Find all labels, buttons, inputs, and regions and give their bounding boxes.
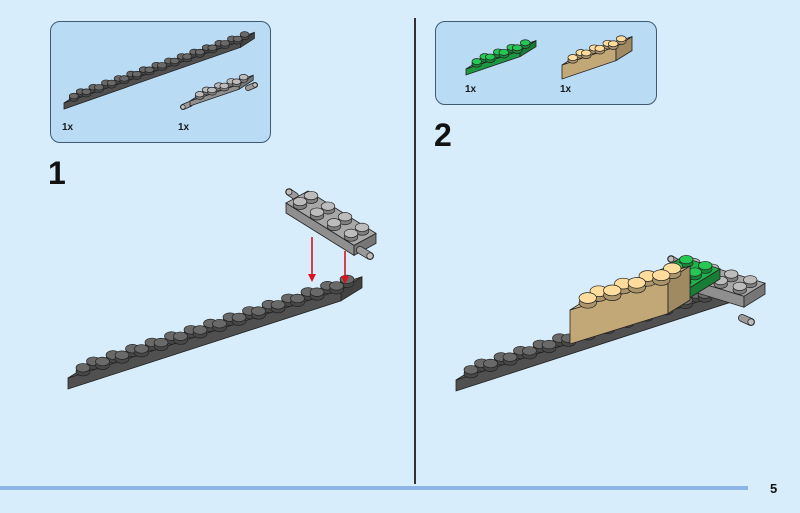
- part-dark-gray-plate-2x14: [63, 31, 255, 110]
- stud: [603, 284, 622, 297]
- stud: [608, 40, 619, 48]
- stud: [231, 312, 247, 323]
- step-number-2: 2: [434, 117, 452, 153]
- page-number: 5: [770, 481, 778, 496]
- stud: [309, 207, 325, 217]
- stud: [95, 356, 110, 367]
- stud: [251, 306, 266, 316]
- stud: [239, 31, 250, 38]
- stud: [320, 201, 336, 211]
- stud: [743, 275, 758, 285]
- stud: [173, 331, 188, 341]
- pin: [245, 82, 258, 91]
- part-qty: 1x: [62, 122, 74, 133]
- step-number-1: 1: [48, 155, 66, 191]
- placement-arrow: [308, 237, 316, 282]
- stud: [207, 44, 218, 51]
- part-qty: 1x: [560, 84, 572, 95]
- stud: [194, 91, 205, 98]
- pin: [285, 188, 299, 200]
- stud: [483, 358, 498, 369]
- stud: [724, 269, 739, 279]
- stud: [119, 75, 130, 82]
- part-qty: 1x: [465, 84, 477, 95]
- stud: [131, 70, 142, 78]
- stud: [81, 88, 92, 95]
- stud: [157, 62, 167, 69]
- stud: [192, 325, 208, 335]
- stud: [663, 262, 682, 275]
- stud: [182, 53, 193, 60]
- stud: [343, 228, 359, 238]
- pin: [180, 101, 193, 110]
- stud: [567, 54, 578, 61]
- stud: [463, 365, 479, 375]
- pin: [738, 314, 755, 326]
- stud: [290, 293, 305, 304]
- stud: [679, 254, 694, 265]
- stud: [652, 269, 671, 281]
- stud: [616, 35, 627, 43]
- stud: [292, 196, 308, 207]
- stud: [220, 40, 230, 47]
- page-divider: [414, 18, 416, 484]
- stud: [502, 352, 518, 362]
- stud: [326, 218, 342, 228]
- stud: [106, 79, 117, 87]
- stud: [337, 212, 353, 222]
- pin: [356, 246, 374, 260]
- stud: [354, 222, 370, 232]
- stud: [68, 92, 79, 100]
- stud: [541, 339, 557, 350]
- stud: [498, 48, 509, 56]
- stud: [144, 66, 155, 73]
- stud: [94, 84, 104, 91]
- stud: [520, 39, 531, 47]
- stud: [153, 337, 169, 348]
- stud: [581, 49, 592, 57]
- stud: [194, 48, 205, 56]
- stud: [512, 44, 523, 52]
- stud: [114, 350, 130, 360]
- stud: [169, 57, 180, 65]
- stud: [270, 300, 286, 310]
- part-qty: 1x: [178, 122, 190, 133]
- footer-line: [0, 486, 748, 490]
- stud: [309, 287, 325, 297]
- stud: [75, 363, 91, 373]
- stud: [698, 260, 713, 271]
- part-green-plate-2x4: [465, 39, 537, 76]
- stud: [329, 281, 344, 291]
- stud: [303, 190, 319, 201]
- light-gray-plate-2x4-pins: [285, 190, 377, 257]
- part-light-gray-plate-2x4-pins: [189, 74, 254, 107]
- part-tan-brick-2x4: [561, 35, 633, 80]
- tan-brick-2x4: [569, 262, 691, 345]
- stud: [485, 53, 496, 61]
- stud: [207, 86, 217, 94]
- placement-arrow: [341, 251, 349, 284]
- stud: [578, 292, 597, 304]
- stud: [594, 44, 605, 52]
- stud: [471, 58, 482, 65]
- stud: [212, 318, 227, 329]
- stud: [627, 277, 646, 289]
- stud: [232, 35, 243, 43]
- stud: [219, 82, 230, 89]
- dark-gray-plate-2x14: [67, 274, 363, 390]
- stud: [231, 78, 242, 85]
- stud: [732, 281, 747, 291]
- stud: [134, 344, 149, 354]
- stud: [238, 74, 249, 81]
- stud: [522, 346, 537, 356]
